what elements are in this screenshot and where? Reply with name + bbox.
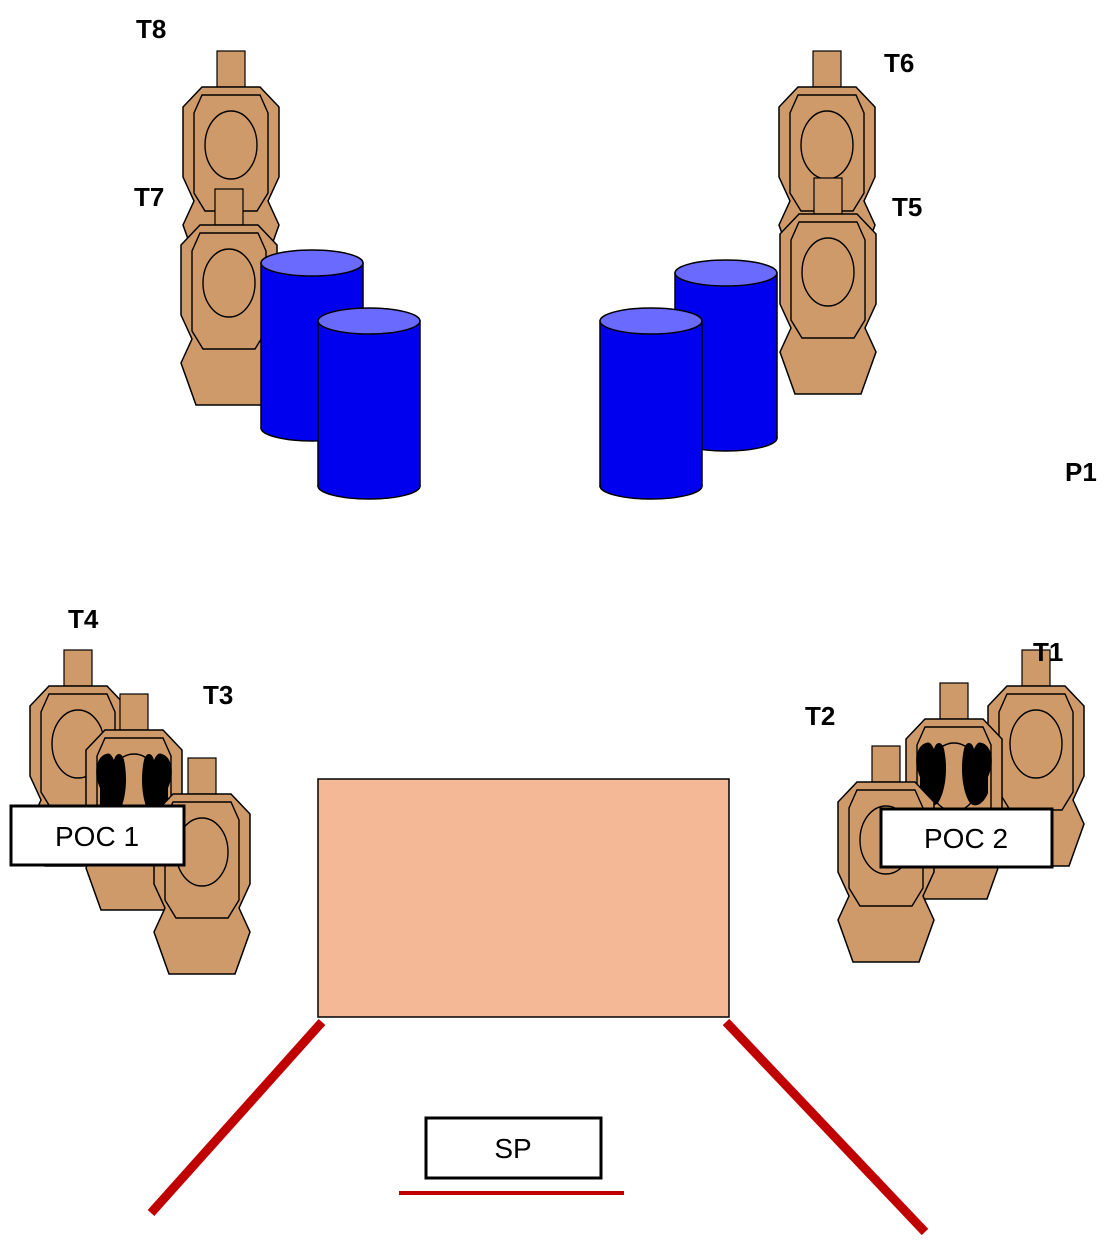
label-t7: T7 — [134, 182, 164, 212]
label-t6: T6 — [884, 48, 914, 78]
label-p1: P1 — [1065, 457, 1097, 487]
barrel-icon — [317, 307, 421, 500]
sp-box: SP — [424, 1116, 603, 1180]
fault-line-left — [147, 1018, 326, 1217]
label-t5: T5 — [892, 192, 922, 222]
poc2-box: POC 2 — [879, 807, 1054, 869]
label-t8: T8 — [136, 14, 166, 44]
poc1-box: POC 1 — [9, 804, 186, 867]
sp-label: SP — [494, 1133, 531, 1164]
poc1-label: POC 1 — [55, 821, 139, 852]
label-t1: T1 — [1033, 637, 1063, 667]
label-t3: T3 — [203, 680, 233, 710]
barrel-icon — [599, 307, 703, 500]
table-block — [317, 778, 730, 1018]
fault-line-right — [722, 1018, 929, 1236]
label-t4: T4 — [68, 604, 99, 634]
label-t2: T2 — [805, 701, 835, 731]
poc2-label: POC 2 — [924, 823, 1008, 854]
